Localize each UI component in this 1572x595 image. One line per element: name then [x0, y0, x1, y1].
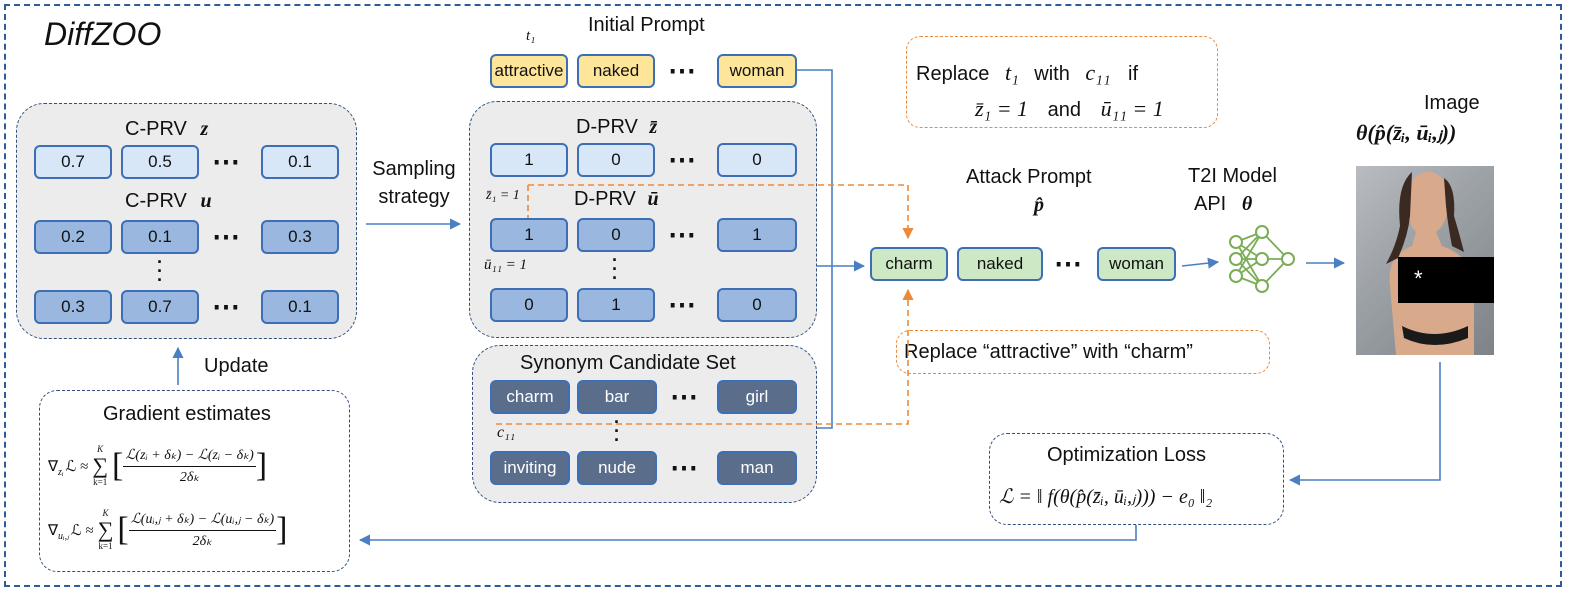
loss-formula: ℒ = ‖ f(θ(p̂(z̄ᵢ, ūᵢ,ⱼ))) − e₀ ‖₂ — [999, 486, 1213, 508]
censor-mark: * — [1414, 266, 1423, 291]
d-prv-z-cell: 0 — [577, 143, 655, 177]
vertical-ellipsis: ··· — [157, 252, 163, 290]
gradient-formula-z: ∇ zᵢ ℒ ≈ K ∑ k=1 [ ℒ(zᵢ + δₖ) − ℒ(zᵢ − δ… — [48, 444, 268, 487]
initial-prompt-token: attractive — [490, 54, 568, 88]
ellipsis: ⋯ — [1054, 248, 1083, 279]
c-prv-z-cell: 0.7 — [34, 145, 112, 179]
loss-box — [989, 433, 1284, 525]
ellipsis: ⋯ — [668, 219, 697, 250]
u-bar-note: ū₁₁ = 1 — [484, 257, 528, 273]
z-bar-note: z̄₁ = 1 — [486, 188, 520, 203]
ellipsis: ⋯ — [668, 55, 697, 86]
initial-prompt-token: woman — [717, 54, 797, 88]
d-prv-u-cell: 1 — [577, 288, 655, 322]
replace-rule-line2: z̄₁ = 1 and ū₁₁ = 1 — [975, 96, 1164, 121]
ellipsis: ⋯ — [212, 221, 241, 252]
arrow-to-gradient — [358, 525, 1137, 546]
ellipsis: ⋯ — [212, 146, 241, 177]
vertical-ellipsis: ··· — [614, 412, 620, 450]
attack-prompt-token: charm — [870, 247, 948, 281]
vertical-ellipsis: ··· — [612, 250, 618, 288]
c-prv-u-label: C-PRV u — [125, 190, 212, 212]
t2i-api-label: API θ — [1194, 193, 1253, 215]
arrow-synonym-replace — [496, 288, 914, 425]
sampling-strategy-label: Sampling strategy — [372, 158, 456, 208]
attack-prompt-token: naked — [957, 247, 1043, 281]
image-label: Image — [1424, 92, 1480, 114]
diagram-frame — [4, 4, 1562, 587]
c-prv-u-cell: 0.1 — [121, 220, 199, 254]
attack-prompt-token: woman — [1097, 247, 1176, 281]
c-prv-z-cell: 0.1 — [261, 145, 339, 179]
synonym-cell: charm — [490, 380, 570, 414]
synonym-cell: nude — [577, 451, 657, 485]
c11-label: c₁₁ — [497, 424, 516, 441]
d-prv-u-cell: 0 — [490, 288, 568, 322]
initial-prompt-token: naked — [577, 54, 655, 88]
d-prv-u-cell: 0 — [577, 218, 655, 252]
neural-network-icon — [1229, 225, 1295, 293]
c-prv-u-cell: 0.7 — [121, 290, 199, 324]
d-prv-z-label: D-PRV z̄ — [576, 116, 658, 138]
c-prv-u-cell: 0.3 — [34, 290, 112, 324]
c-prv-u-cell: 0.1 — [261, 290, 339, 324]
t1-label: t₁ — [526, 28, 536, 44]
image-formula: θ(p̂(z̄ᵢ, ūᵢ,ⱼ)) — [1356, 120, 1457, 145]
gradient-label: Gradient estimates — [103, 403, 271, 425]
ellipsis: ⋯ — [670, 381, 699, 412]
d-prv-z-cell: 0 — [717, 143, 797, 177]
update-label: Update — [204, 355, 269, 377]
arrow-z-condition — [528, 184, 914, 240]
ellipsis: ⋯ — [668, 144, 697, 175]
ellipsis: ⋯ — [668, 289, 697, 320]
line-synonym — [817, 266, 833, 429]
synonym-cell: man — [717, 451, 797, 485]
initial-prompt-label: Initial Prompt — [588, 14, 705, 36]
generated-image: * — [1356, 166, 1494, 355]
replace-note-box — [896, 330, 1270, 374]
d-prv-u-cell: 1 — [717, 218, 797, 252]
attack-prompt-symbol: p̂ — [1034, 194, 1044, 216]
c-prv-u-cell: 0.3 — [261, 220, 339, 254]
line-initial-prompt — [797, 69, 833, 266]
d-prv-u-label: D-PRV ū — [574, 188, 659, 210]
attack-prompt-label: Attack Prompt — [966, 166, 1092, 188]
synonym-cell: inviting — [490, 451, 570, 485]
loss-label: Optimization Loss — [1047, 444, 1206, 466]
c-prv-z-label: C-PRV z — [125, 118, 209, 140]
gradient-formula-u: ∇ uᵢ,ⱼ ℒ ≈ K ∑ k=1 [ ℒ(uᵢ,ⱼ + δₖ) − ℒ(uᵢ… — [48, 508, 288, 551]
diagram-title: DiffZOO — [44, 16, 162, 52]
t2i-label: T2I Model — [1188, 165, 1277, 187]
replace-note-text: Replace “attractive” with “charm” — [904, 341, 1193, 363]
ellipsis: ⋯ — [212, 291, 241, 322]
censor-bar — [1398, 257, 1494, 303]
replace-rule-line1: Replace t₁ with c₁₁ if — [916, 60, 1139, 85]
arrow-to-loss — [1288, 362, 1441, 486]
ellipsis: ⋯ — [670, 452, 699, 483]
synonym-cell: bar — [577, 380, 657, 414]
c-prv-z-cell: 0.5 — [121, 145, 199, 179]
c-prv-u-cell: 0.2 — [34, 220, 112, 254]
gradient-box — [39, 390, 350, 572]
replace-rule-box — [906, 36, 1218, 128]
synonym-label: Synonym Candidate Set — [520, 352, 736, 374]
d-prv-u-cell: 1 — [490, 218, 568, 252]
arrow-to-t2i — [1181, 257, 1220, 269]
d-prv-u-cell: 0 — [717, 288, 797, 322]
synonym-cell: girl — [717, 380, 797, 414]
d-prv-z-cell: 1 — [490, 143, 568, 177]
